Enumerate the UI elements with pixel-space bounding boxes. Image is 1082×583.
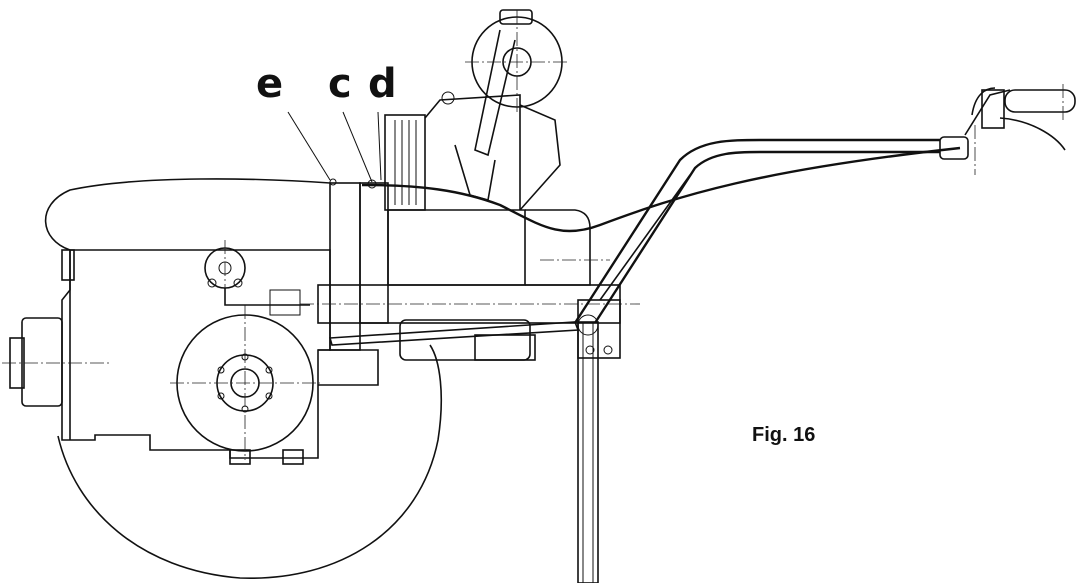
- figure-caption: Fig. 16: [752, 424, 816, 446]
- mount-flange: [204, 240, 310, 316]
- handlebar: [573, 84, 1076, 324]
- handle-post: [577, 299, 621, 583]
- control-cable: [361, 146, 961, 233]
- large-disc: [44, 178, 443, 579]
- callout-label-d: d: [368, 61, 397, 107]
- output-flange: [2, 317, 110, 407]
- cylinder-fins: [384, 91, 521, 211]
- callout-label-e: e: [256, 61, 284, 107]
- pulley: [170, 305, 320, 460]
- air-filter: [454, 9, 570, 211]
- leader-lines: [287, 111, 382, 189]
- clutch-housing: [329, 182, 389, 351]
- callout-label-c: c: [328, 61, 352, 107]
